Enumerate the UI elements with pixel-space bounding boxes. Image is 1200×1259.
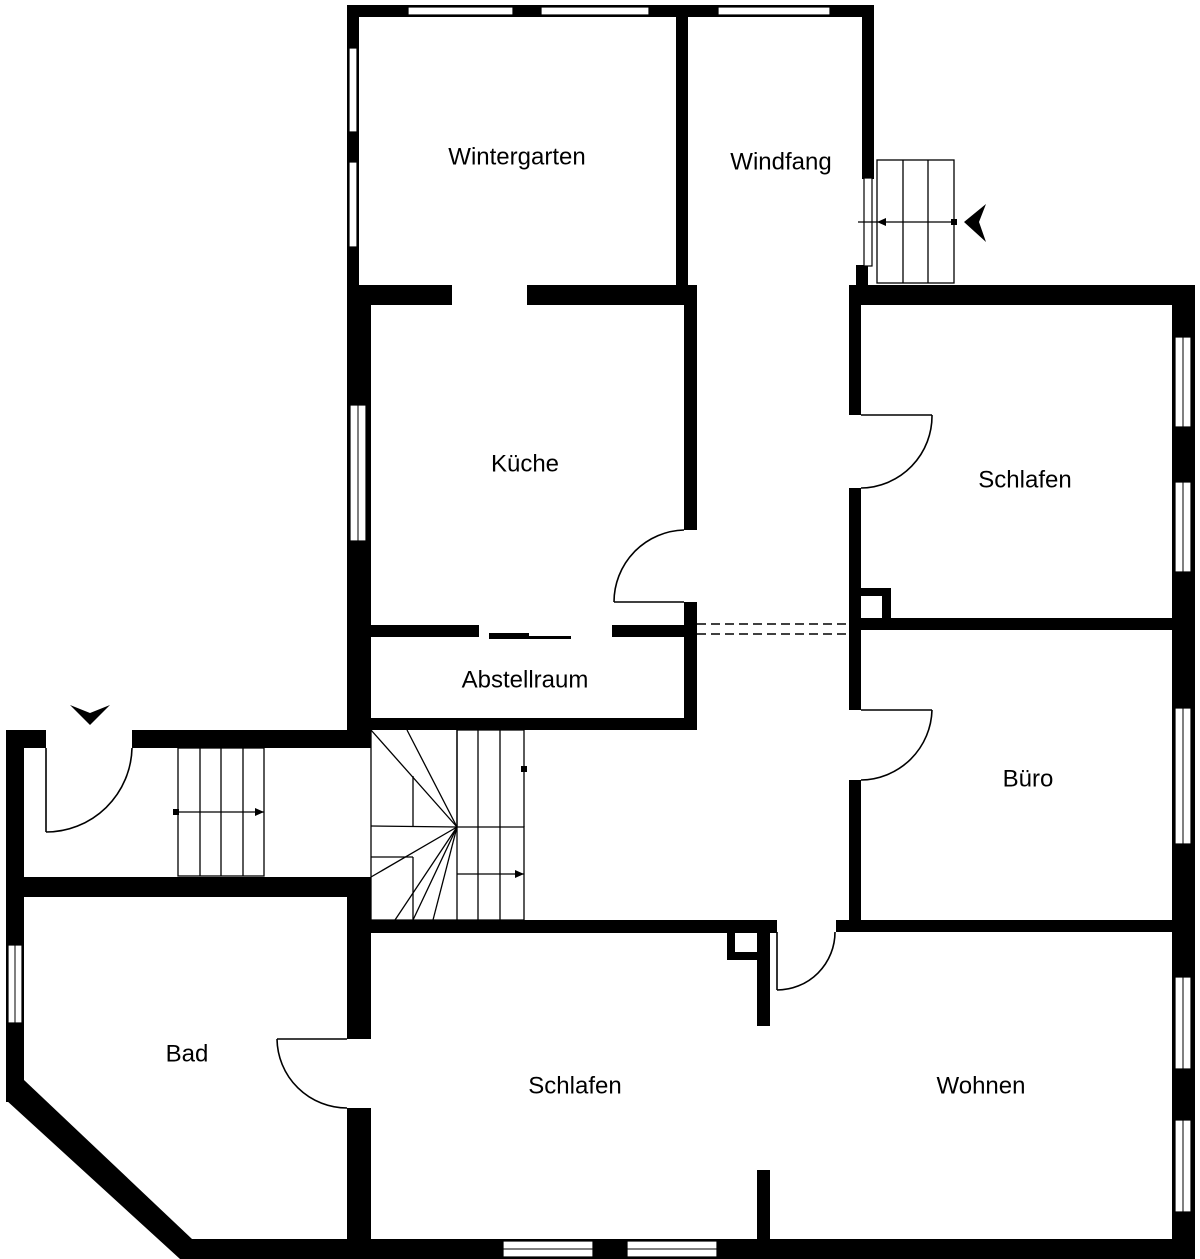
stairs <box>173 159 957 921</box>
door-swing <box>776 931 836 991</box>
wall <box>849 488 861 710</box>
wall <box>882 588 891 626</box>
room-label-buero: Büro <box>1003 765 1054 792</box>
wall <box>347 285 452 305</box>
arrow-head <box>877 218 886 226</box>
room-label-abstellraum: Abstellraum <box>462 666 589 693</box>
wall <box>347 1108 371 1259</box>
windows <box>7 6 1192 1258</box>
window <box>717 6 831 16</box>
room-label-kueche: Küche <box>491 450 559 477</box>
window <box>348 161 358 248</box>
wall <box>132 730 371 748</box>
window <box>407 6 514 16</box>
wall <box>849 780 861 932</box>
arrow-head <box>255 808 264 816</box>
wall <box>6 730 24 1102</box>
wall <box>727 920 765 928</box>
door-swing <box>860 709 933 781</box>
door-swing <box>276 1038 348 1109</box>
wall <box>849 588 891 596</box>
wall <box>6 877 371 897</box>
wall <box>727 952 765 960</box>
wall <box>529 636 571 639</box>
wall <box>849 618 1195 630</box>
wall <box>612 625 697 637</box>
room-labels: Wintergarten Windfang Küche Schlafen Abs… <box>166 143 1072 1099</box>
window <box>540 6 650 16</box>
entrance-arrow-icon <box>964 204 986 242</box>
wall <box>347 877 371 1039</box>
wall <box>757 1170 770 1259</box>
wall <box>727 920 735 960</box>
wall <box>347 920 777 933</box>
walls <box>6 5 1195 1259</box>
wall <box>527 285 687 305</box>
room-label-schlafen-1: Schlafen <box>978 466 1071 493</box>
door-swing <box>613 529 685 603</box>
doors <box>45 414 933 1109</box>
room-label-wintergarten: Wintergarten <box>448 143 585 170</box>
window <box>348 47 358 133</box>
door-swing <box>860 414 933 489</box>
wall <box>684 285 697 530</box>
room-label-windfang: Windfang <box>730 148 831 175</box>
wall <box>849 285 1195 305</box>
room-label-bad: Bad <box>166 1040 209 1067</box>
door-swing <box>45 747 133 833</box>
wall <box>676 5 688 301</box>
room-label-wohnen: Wohnen <box>937 1072 1026 1099</box>
wall <box>6 1080 192 1259</box>
wall <box>684 602 697 730</box>
entrance-arrow-icon <box>70 705 110 725</box>
room-label-schlafen-2: Schlafen <box>528 1072 621 1099</box>
wall <box>347 718 697 730</box>
wall <box>347 625 479 637</box>
wall <box>862 5 874 179</box>
wall <box>849 285 861 415</box>
main-staircase <box>370 729 527 921</box>
wall <box>757 920 770 1026</box>
wall <box>489 633 529 639</box>
wall <box>836 920 1195 932</box>
